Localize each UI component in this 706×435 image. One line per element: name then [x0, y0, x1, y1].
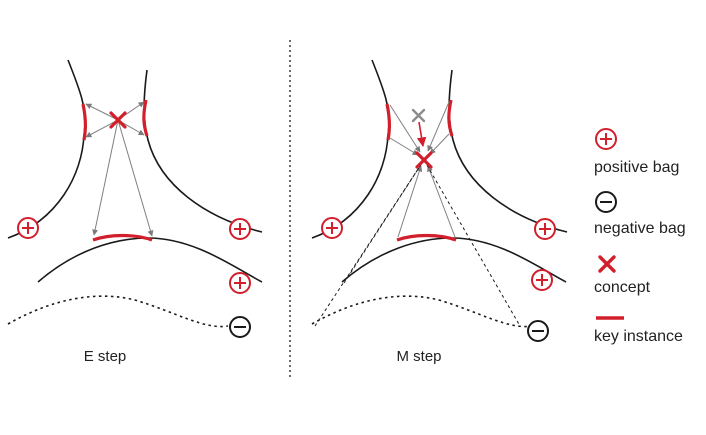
- plus-circle-icon: [229, 272, 251, 294]
- plus-circle-icon: [17, 217, 39, 239]
- old-concept-cross-icon: [411, 108, 426, 123]
- negative-bag-curve: [311, 295, 533, 328]
- concept-cross-icon: [415, 151, 433, 169]
- legend-positive-bag: positive bag: [594, 128, 679, 176]
- m-step-panel: M step: [311, 59, 568, 365]
- minus-circle-icon: [595, 191, 617, 213]
- positive-bag-curve-right: [143, 69, 263, 233]
- key-instance-right: [447, 99, 454, 137]
- key-instance-lower: [92, 233, 153, 242]
- concept-shift-arrow: [416, 121, 427, 147]
- legend-key-instance: key instance: [594, 316, 683, 345]
- key-instance-lower: [396, 233, 457, 242]
- legend: positive bag negative bag concept key in…: [594, 128, 686, 345]
- legend-concept-label: concept: [594, 279, 651, 296]
- m-step-caption: M step: [396, 348, 441, 365]
- plus-circle-icon: [595, 128, 617, 150]
- legend-negative-bag: negative bag: [594, 191, 686, 237]
- legend-concept: concept: [594, 255, 651, 296]
- key-instance-left: [385, 103, 391, 141]
- positive-bag-curve-right: [448, 69, 568, 233]
- positive-bag-curve-left: [7, 59, 86, 239]
- cross-icon: [598, 255, 616, 273]
- m-step-arrows: [389, 101, 456, 238]
- negative-bag-dashed-lines: [314, 159, 521, 327]
- legend-negative-bag-label: negative bag: [594, 220, 686, 237]
- minus-circle-icon: [229, 316, 251, 338]
- negative-bag-curve: [7, 295, 229, 328]
- legend-key-instance-label: key instance: [594, 328, 683, 345]
- key-instance-right: [142, 99, 149, 137]
- legend-positive-bag-label: positive bag: [594, 159, 679, 176]
- plus-circle-icon: [321, 217, 343, 239]
- positive-bag-curve-lower: [37, 237, 263, 283]
- minus-circle-icon: [527, 320, 549, 342]
- positive-bag-curve-left: [311, 59, 390, 239]
- key-instance-left: [81, 103, 87, 141]
- plus-circle-icon: [229, 218, 251, 240]
- e-step-panel: E step: [7, 59, 263, 365]
- concept-cross-icon: [109, 111, 127, 129]
- e-step-caption: E step: [84, 348, 127, 365]
- plus-circle-icon: [531, 269, 553, 291]
- plus-circle-icon: [534, 218, 556, 240]
